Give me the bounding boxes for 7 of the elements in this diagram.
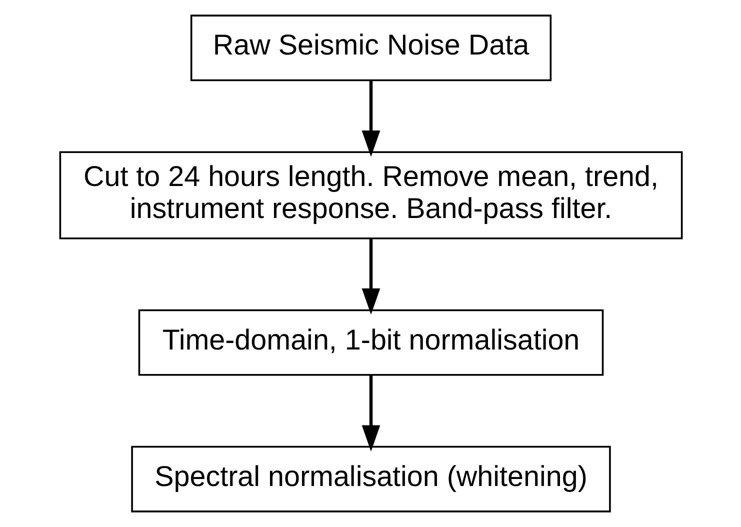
arrow <box>361 375 380 452</box>
node-box: Raw Seismic Noise Data <box>190 14 552 82</box>
node-box: Spectral normalisation (whitening) <box>130 446 610 512</box>
arrow <box>361 80 380 157</box>
node-box: Time-domain, 1-bit normalisation <box>138 309 604 376</box>
arrow <box>361 238 380 315</box>
node-box: Cut to 24 hours length. Remove mean, trend, instrument response. Band-pass filter. <box>58 151 682 240</box>
